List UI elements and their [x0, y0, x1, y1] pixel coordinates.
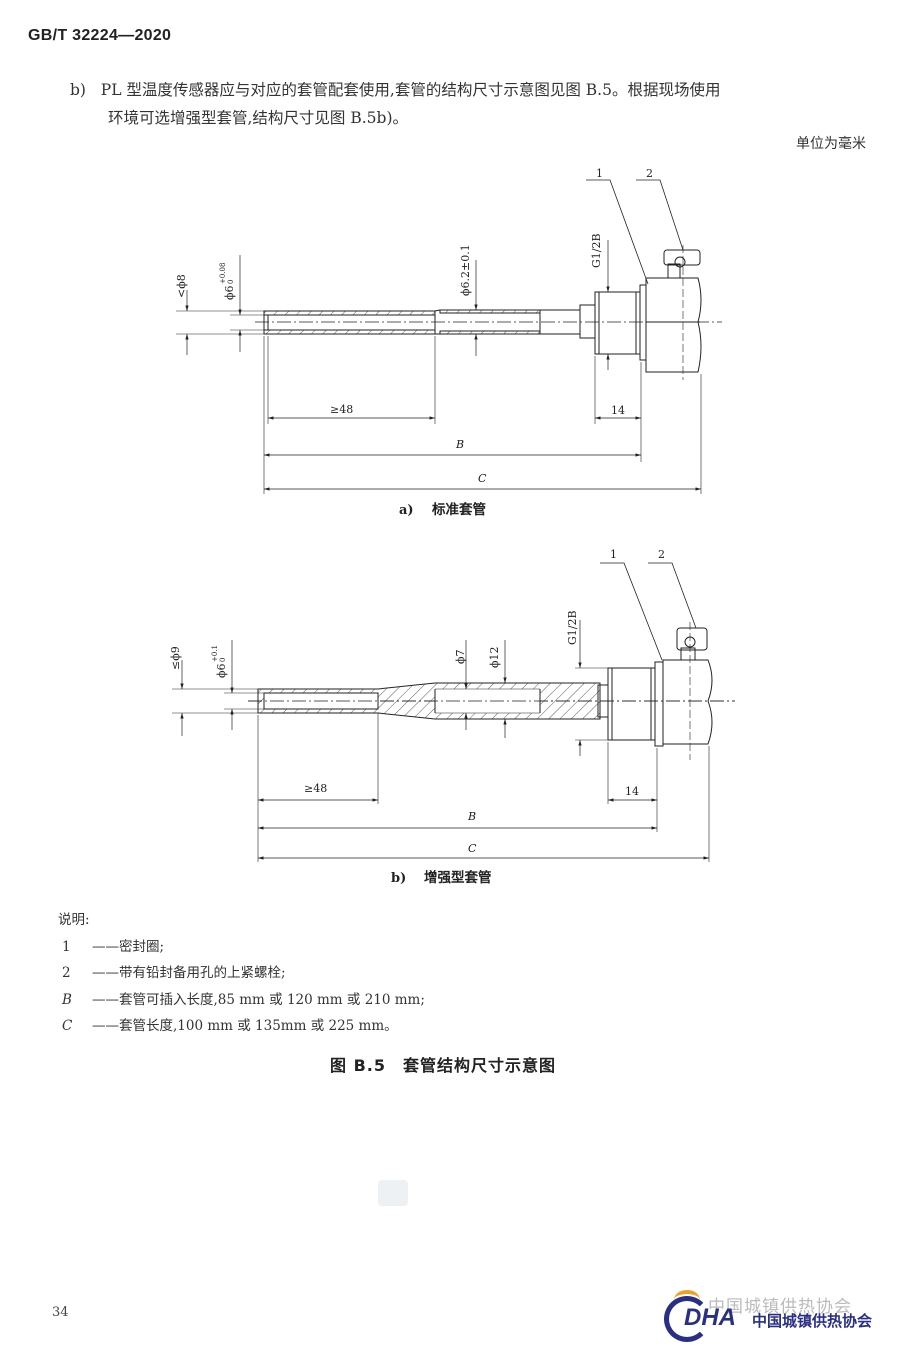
page-number: 34 [52, 1305, 69, 1320]
logo-org-name-shadow: 中国城镇供热协会 [708, 1297, 852, 1317]
logo-org-name: 中国城镇供热协会 [752, 1312, 873, 1330]
legend-text: ——带有铅封备用孔的上紧螺栓; [92, 965, 286, 981]
watermark-icon [378, 1180, 408, 1206]
legend-key: 2 [62, 965, 71, 981]
caption-a: 标准套管 [431, 501, 486, 518]
paragraph-marker: b) [70, 81, 86, 99]
dim-thread: G1/2B [566, 610, 579, 645]
legend: 说明: 1 ——密封圈; 2 ——带有铅封备用孔的上紧螺栓; B ——套管可插入长度,… [58, 907, 425, 1040]
tol-upper: +0.1 [211, 645, 219, 662]
paragraph-line1: PL 型温度传感器应与对应的套管配套使用,套管的结构尺寸示意图见图 B.5。根据… [100, 81, 721, 99]
dim-inner-diameter: ϕ6 [223, 286, 236, 301]
dim-B: B [455, 438, 464, 451]
callout-1: 1 [596, 167, 603, 180]
caption-b-marker: b) [391, 871, 406, 886]
figure-b-reinforced-thermowell: 1 2 ≤ϕ9 ϕ6 +0.1 0 ϕ7 ϕ12 G1/2B ≥48 14 B … [169, 548, 735, 886]
thread-body [594, 291, 641, 355]
paragraph-line2: 环境可选增强型套管,结构尺寸见图 B.5b)。 [108, 109, 409, 127]
legend-text: ——套管可插入长度,85 mm 或 120 mm 或 210 mm; [92, 991, 425, 1008]
callout-2: 2 [658, 548, 665, 561]
legend-title: 说明: [58, 912, 90, 928]
logo-wave-icon [674, 1290, 700, 1310]
dim-diameter-7: ϕ7 [454, 650, 467, 665]
legend-key: 1 [62, 938, 71, 955]
dim-outer-diameter: <ϕ8 [175, 274, 188, 298]
legend-item: 1 ——密封圈; [58, 934, 425, 961]
hex-nut [662, 659, 713, 745]
dim-inner-diameter: ϕ6 [215, 664, 228, 679]
tightening-bolt [663, 249, 701, 266]
callout-1: 1 [610, 548, 617, 561]
hex-nut [645, 277, 702, 373]
dim-14: 14 [611, 404, 625, 417]
cdha-logo: 中国城镇供热协会 DHA 中国城镇供热协会 [662, 1290, 892, 1342]
callout-2: 2 [646, 167, 653, 180]
legend-text: ——套管长度,100 mm 或 135mm 或 225 mm。 [92, 1018, 398, 1034]
dim-thread: G1/2B [590, 233, 603, 268]
seal-ring [654, 661, 664, 747]
figure-title: 图 B.5 套管结构尺寸示意图 [330, 1056, 556, 1075]
dim-B: B [467, 810, 476, 823]
dim-min-length: ≥48 [330, 403, 353, 416]
figure-a-standard-thermowell: 1 2 <ϕ8 ϕ6 +0.08 0 ϕ6.2±0.1 G1/2B ≥48 14… [175, 167, 722, 518]
unit-note: 单位为毫米 [796, 136, 866, 152]
tightening-bolt [676, 627, 708, 651]
dim-outer-diameter: ≤ϕ9 [169, 646, 182, 670]
seal-ring [639, 284, 647, 361]
standard-header: GB/T 32224—2020 [28, 27, 172, 44]
tol-upper: +0.08 [219, 263, 227, 284]
caption-b: 增强型套管 [424, 869, 492, 886]
legend-key: C [62, 1018, 73, 1034]
dim-diameter-12: ϕ12 [488, 647, 501, 669]
paragraph-b: b) PL 型温度传感器应与对应的套管配套使用,套管的结构尺寸示意图见图 B.5… [70, 76, 720, 132]
dim-mid-diameter: ϕ6.2±0.1 [459, 244, 472, 296]
dim-C: C [478, 472, 487, 485]
caption-a-marker: a) [399, 503, 414, 518]
tol-lower: 0 [227, 280, 235, 284]
legend-text: ——密封圈; [92, 938, 165, 955]
legend-key: B [62, 991, 72, 1008]
dim-min-length: ≥48 [304, 782, 327, 795]
legend-item: C ——套管长度,100 mm 或 135mm 或 225 mm。 [58, 1013, 425, 1040]
legend-item: 2 ——带有铅封备用孔的上紧螺栓; [58, 960, 425, 987]
tol-lower: 0 [219, 658, 227, 662]
logo-abbr: DHA [684, 1304, 736, 1331]
legend-item: B ——套管可插入长度,85 mm 或 120 mm 或 210 mm; [58, 987, 425, 1014]
dim-14: 14 [625, 785, 639, 798]
tube-wall-bottom [263, 329, 436, 335]
dim-C: C [468, 842, 477, 855]
tube-wall-top [263, 310, 436, 316]
thread-body [607, 667, 656, 741]
